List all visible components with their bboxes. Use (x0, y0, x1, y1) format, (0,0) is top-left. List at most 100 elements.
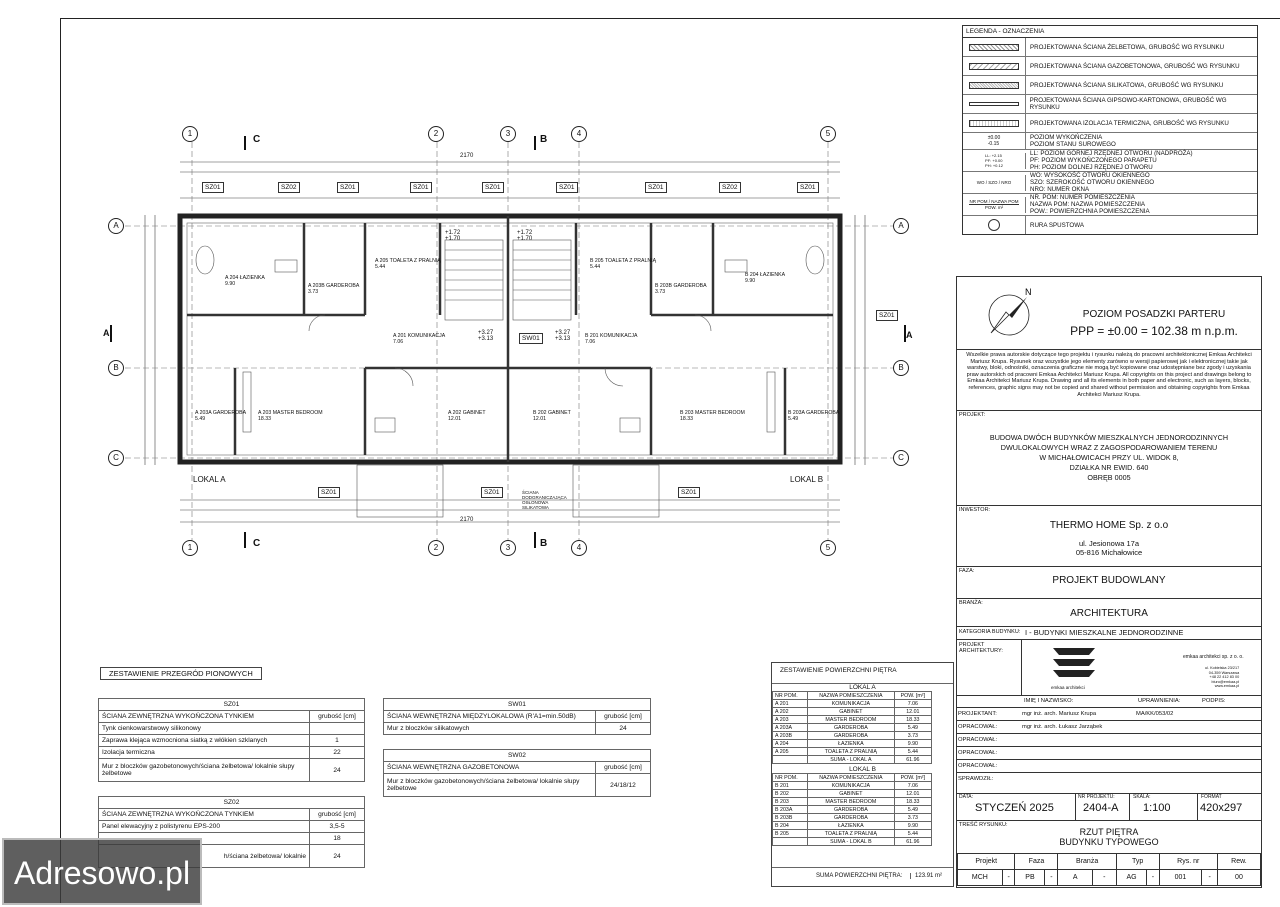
level-mark: +1.72+1.70 (517, 230, 533, 242)
signatures-table: IMIĘ I NAZWISKO:UPRAWNIENIA:PODPIS: PROJ… (957, 695, 1261, 785)
wall-tag: SZ01 (556, 182, 578, 193)
legend-item: PROJEKTOWANA ŚCIANA GIPSOWO-KARTONOWA, G… (963, 95, 1257, 114)
axis-b-right: B (893, 360, 909, 376)
sheet-title-label: TREŚĆ RYSUNKU: (959, 822, 1008, 828)
wall-tag: SZ01 (410, 182, 432, 193)
branch-value: ARCHITEKTURA (1070, 608, 1148, 619)
axis-a-right: A (893, 218, 909, 234)
legend-item: PROJEKTOWANA ŚCIANA ŻELBETOWA, GRUBOŚĆ W… (963, 38, 1257, 57)
wall-tag: SZ01 (481, 487, 503, 498)
lokal-b-title: LOKAL B (849, 766, 876, 773)
format-value: 420x297 (1200, 802, 1243, 814)
lokal-a-title: LOKAL A (772, 683, 953, 691)
section-mark-c-bottom: C (253, 538, 261, 549)
legend-title: LEGENDA - OZNACZENIA (963, 26, 1257, 38)
emkaa-logo (1053, 648, 1095, 677)
project-description: BUDOWA DWÓCH BUDYNKÓW MIESZKALNYCH JEDNO… (989, 433, 1229, 482)
north-arrow-icon: N (988, 287, 1032, 336)
ppp-line1: POZIOM POSADZKI PARTERU (1082, 309, 1226, 320)
dim-total-bottom: 2170 (460, 517, 474, 523)
copyright-note: Wszelkie prawa autorskie dotyczące tego … (966, 352, 1252, 398)
category-value: I - BUDYNKI MIESZKALNE JEDNORODZINNE (1025, 628, 1184, 637)
wall-tag: SZ02 (278, 182, 300, 193)
partitions-title: ZESTAWIENIE PRZEGRÓD PIONOWYCH (100, 667, 262, 680)
title-block: N POZIOM POSADZKI PARTERU PPP = ±0.00 = … (956, 276, 1262, 888)
legend-item: PROJEKTOWANA ŚCIANA GAZOBETONOWA, GRUBOŚ… (963, 57, 1257, 76)
wall-tag: SZ01 (678, 487, 700, 498)
area-table-title: ZESTAWIENIE POWIERZCHNI PIĘTRA (780, 667, 897, 674)
section-mark-a-left: A (103, 328, 110, 338)
section-mark-b-top: B (540, 134, 548, 145)
axis-3-bottom: 3 (500, 540, 516, 556)
project-number-label: NR PROJEKTU: (1078, 794, 1115, 800)
axis-1-bottom: 1 (182, 540, 198, 556)
axis-a-left: A (108, 218, 124, 234)
axis-2-top: 2 (428, 126, 444, 142)
branch-label: BRANŻA: (959, 600, 983, 606)
section-mark-a-right: A (906, 330, 913, 340)
investor-label: INWESTOR: (959, 507, 991, 513)
area-table: ZESTAWIENIE POWIERZCHNI PIĘTRA LOKAL A N… (771, 662, 954, 887)
phase-label: FAZA: (959, 568, 975, 574)
phase-value: PROJEKT BUDOWLANY (1052, 575, 1166, 586)
wall-tag: SZ01 (876, 310, 898, 321)
section-mark-c-top: C (253, 134, 261, 145)
legend-item: PROJEKTOWANA ŚCIANA SILIKATOWA, GRUBOŚĆ … (963, 76, 1257, 95)
axis-5-bottom: 5 (820, 540, 836, 556)
format-label: FORMAT (1201, 794, 1222, 800)
sz01-table: SZ01 ŚCIANA ZEWNĘTRZNA WYKOŃCZONA TYNKIE… (98, 698, 365, 782)
investor-name: THERMO HOME Sp. z o.o (1049, 520, 1169, 531)
wall-tag: SZ01 (482, 182, 504, 193)
wall-tag: SZ01 (337, 182, 359, 193)
firm-label: PROJEKT ARCHITEKTURY: (959, 642, 1003, 654)
adresowo-watermark: Adresowo.pl (2, 838, 202, 905)
level-mark: +3.27+3.13 (555, 330, 571, 342)
scale-label: SKALA: (1133, 794, 1151, 800)
legend-pipe: RURA SPUSTOWA (963, 216, 1257, 234)
axis-4-top: 4 (571, 126, 587, 142)
dim-total-top: 2170 (460, 153, 474, 159)
sw01-table: SW01 ŚCIANA WEWNĘTRZNA MIĘDZYLOKALOWA (R… (383, 698, 651, 735)
wall-note: ŚCIANA DODGRANICZAJĄCA OSŁONOWA SILIKATO… (522, 490, 567, 510)
lokal-b-label: LOKAL B (790, 475, 824, 484)
drawing-sheet-frame (60, 18, 1280, 905)
category-label: KATEGORIA BUDYNKU: (959, 629, 1021, 635)
wall-tag: SZ01 (202, 182, 224, 193)
axis-1-top: 1 (182, 126, 198, 142)
svg-text:N: N (1025, 287, 1032, 297)
date-label: DATA: (959, 794, 973, 800)
project-number: 2404-A (1083, 802, 1119, 814)
legend-item: PROJEKTOWANA IZOLACJA TERMICZNA, GRUBOŚĆ… (963, 114, 1257, 133)
axis-5-top: 5 (820, 126, 836, 142)
floor-plan (110, 136, 906, 550)
wall-tag: SW01 (519, 333, 543, 344)
level-mark: +1.72+1.70 (445, 230, 461, 242)
axis-c-right: C (893, 450, 909, 466)
level-mark: +3.27+3.13 (478, 330, 494, 342)
lokal-a-label: LOKAL A (193, 475, 226, 484)
firm-name: emkaa architekci sp. z o. o. (1183, 654, 1244, 660)
axis-b-left: B (108, 360, 124, 376)
date-value: STYCZEŃ 2025 (975, 802, 1054, 814)
axis-c-left: C (108, 450, 124, 466)
ppp-line2: PPP = ±0.00 = 102.38 m n.p.m. (1070, 324, 1238, 338)
